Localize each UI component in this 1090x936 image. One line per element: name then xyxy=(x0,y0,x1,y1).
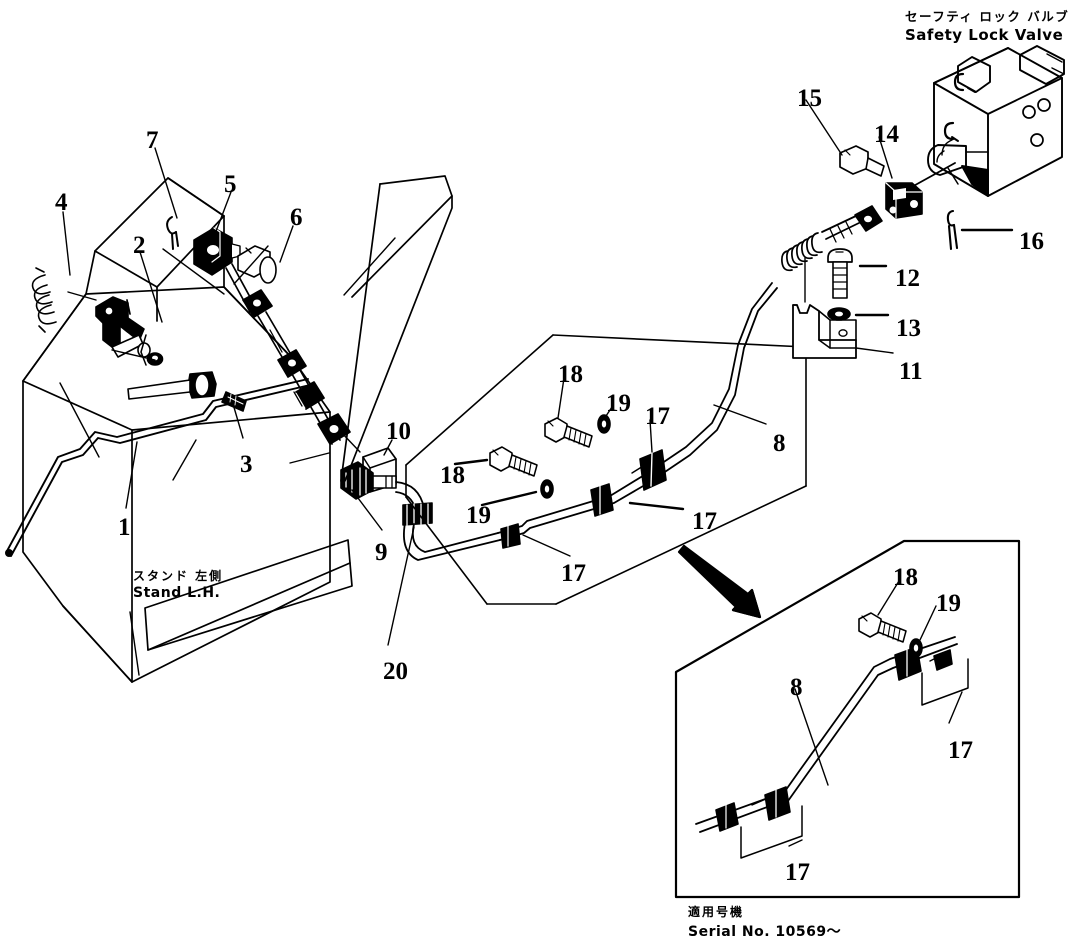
title-caption-en: Safety Lock Valve xyxy=(905,26,1064,44)
part-12-bolt xyxy=(827,248,853,299)
callout-11: 11 xyxy=(899,358,923,385)
panel-wedge-upper xyxy=(340,175,453,482)
title-caption: セーフティ ロック バルブ Safety Lock Valve xyxy=(905,6,1069,44)
callout-inset-17-b: 17 xyxy=(785,859,810,886)
part-11-bracket xyxy=(792,304,857,359)
callout-7: 7 xyxy=(146,127,159,154)
callout-14: 14 xyxy=(874,121,899,148)
callout-8: 8 xyxy=(773,430,786,457)
cable-rod-left xyxy=(225,263,351,445)
callout-19-a: 19 xyxy=(606,390,631,417)
part-5-cable-joint xyxy=(193,227,241,276)
callout-inset-17-a: 17 xyxy=(948,737,973,764)
part-18b-bolt xyxy=(489,446,538,477)
part-7-cotter-pin xyxy=(166,216,179,250)
part-4-spring xyxy=(31,267,57,333)
part-1-tube xyxy=(6,378,311,557)
callout-10: 10 xyxy=(386,418,411,445)
callout-inset-19: 19 xyxy=(936,590,961,617)
callout-15: 15 xyxy=(797,85,822,112)
callout-20: 20 xyxy=(383,658,408,685)
callout-17-c: 17 xyxy=(561,560,586,587)
part-3-clevis-pin xyxy=(127,371,247,412)
callout-16: 16 xyxy=(1019,228,1044,255)
part-6-bolt xyxy=(237,245,277,284)
callout-5: 5 xyxy=(224,171,237,198)
safety-lock-valve-body xyxy=(927,45,1065,197)
part-14-block xyxy=(885,182,923,219)
serial-caption-en: Serial No. 10569～ xyxy=(688,924,842,936)
inset-box xyxy=(674,539,1021,899)
inset-part-18-bolt xyxy=(858,612,907,643)
callout-inset-8: 8 xyxy=(790,674,803,701)
part-13-washer xyxy=(827,307,851,321)
zoom-arrow xyxy=(677,544,762,619)
callout-6: 6 xyxy=(290,204,303,231)
inset-part-19-washer xyxy=(909,638,923,658)
callout-9: 9 xyxy=(375,539,388,566)
inset-clamp-leaders xyxy=(740,658,969,859)
stand-caption-en: Stand L.H. xyxy=(133,585,221,601)
title-caption-jp: セーフティ ロック バルブ xyxy=(905,9,1070,24)
stand-base-plate xyxy=(144,539,353,651)
serial-caption-jp: 適用号機 xyxy=(688,905,745,919)
callout-1: 1 xyxy=(118,514,131,541)
callout-17-b: 17 xyxy=(692,508,717,535)
serial-caption: 適用号機 Serial No. 10569～ xyxy=(688,903,841,936)
stand-caption-jp: スタンド 左側 xyxy=(133,569,224,583)
callout-12: 12 xyxy=(895,265,920,292)
part-16-pin-clip xyxy=(946,209,959,251)
part-17-clamps xyxy=(500,449,667,549)
part-19a-washer xyxy=(597,414,611,434)
callout-18-a: 18 xyxy=(558,361,583,388)
callout-3: 3 xyxy=(240,451,253,478)
stand-lh-body xyxy=(22,177,331,683)
callout-4: 4 xyxy=(55,189,68,216)
callout-13: 13 xyxy=(896,315,921,342)
cable-fittings-right xyxy=(781,205,883,272)
detail-panel-middle xyxy=(405,334,807,605)
part-19b-washer xyxy=(540,479,554,499)
callout-inset-18: 18 xyxy=(893,564,918,591)
stand-caption: スタンド 左側 Stand L.H. xyxy=(133,567,223,601)
callout-18-b: 18 xyxy=(440,462,465,489)
callout-2: 2 xyxy=(133,232,146,259)
leader-lines xyxy=(59,99,1014,847)
callout-17-a: 17 xyxy=(645,403,670,430)
part-8-tube-center xyxy=(497,282,778,541)
tube-end-cap xyxy=(5,549,13,557)
part-18a-bolt xyxy=(544,417,593,448)
part-15-nipple xyxy=(839,145,885,177)
stand-bottom-edges xyxy=(62,605,133,683)
callout-19-b: 19 xyxy=(466,502,491,529)
